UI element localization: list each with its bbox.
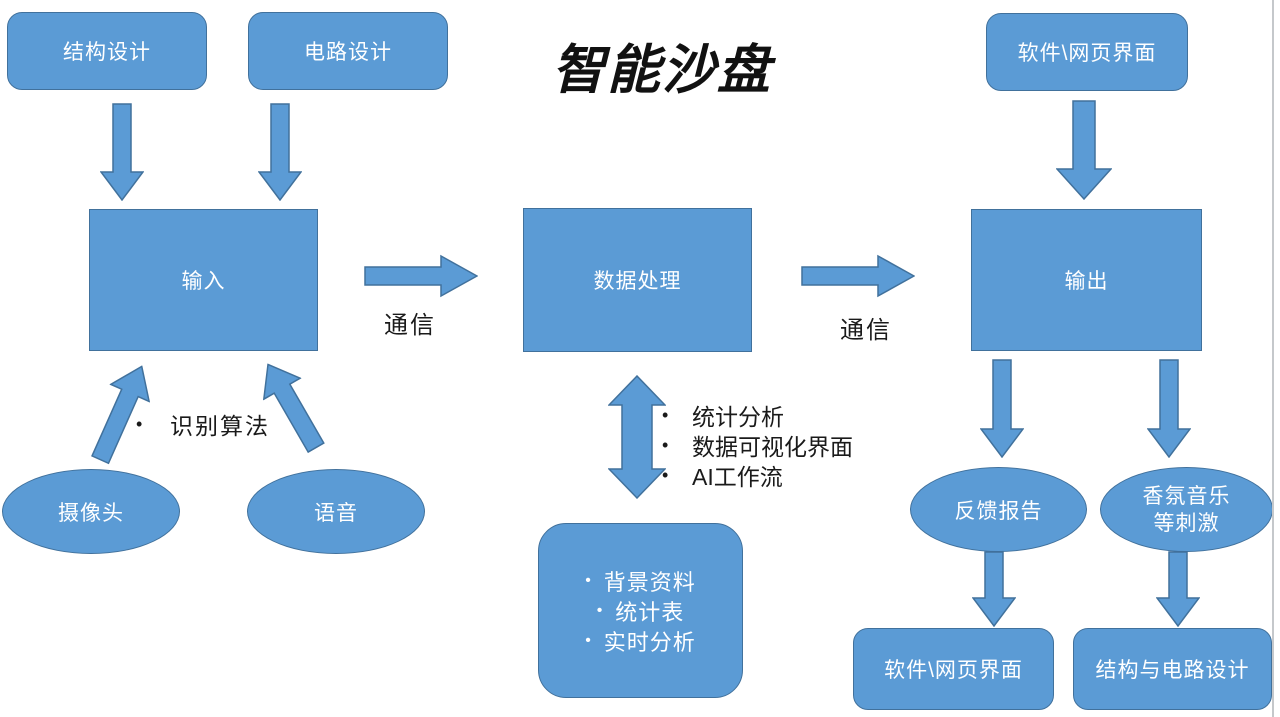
node-output-label: 输出 — [1064, 270, 1109, 293]
list-item-text: 统计分析 — [692, 404, 784, 430]
list-item-text: 数据可视化界面 — [692, 434, 853, 460]
bullet-marker: • — [585, 571, 592, 589]
node-data-processing-label: 数据处理 — [593, 270, 682, 293]
list-item: • 背景资料 — [585, 566, 696, 596]
node-structure-design: 结构设计 — [7, 12, 207, 90]
diagram-title: 智能沙盘 — [552, 41, 772, 100]
node-voice: 语音 — [247, 469, 425, 554]
bullet-marker: • — [662, 404, 669, 425]
node-data-processing: 数据处理 — [523, 208, 752, 352]
node-camera-label: 摄像头 — [58, 501, 124, 525]
arrow-software-to-output-icon — [1056, 100, 1112, 200]
list-item: • 统计表 — [597, 596, 685, 626]
node-software-web-bottom-label: 软件\网页界面 — [884, 659, 1023, 682]
arrow-output-to-feedback-icon — [980, 359, 1024, 458]
arrow-input-to-processing-icon — [364, 254, 478, 298]
bullet-marker: • — [136, 413, 145, 434]
label-comm-left: 通信 — [384, 312, 436, 339]
node-circuit-design-label: 电路设计 — [304, 41, 392, 64]
slide-edge-line — [1272, 0, 1274, 717]
list-item-text: AI工作流 — [692, 464, 783, 490]
label-comm-right: 通信 — [840, 317, 892, 344]
processing-functions-list: • 统计分析 • 数据可视化界面 • AI工作流 — [662, 400, 853, 490]
node-camera: 摄像头 — [2, 469, 180, 554]
arrow-output-to-aroma-icon — [1147, 359, 1191, 458]
label-recognition-algorithm-text: 识别算法 — [170, 413, 270, 439]
list-item: • AI工作流 — [662, 460, 853, 490]
arrow-aroma-to-structure-icon — [1156, 551, 1200, 627]
node-feedback-report: 反馈报告 — [910, 467, 1087, 552]
node-software-web-bottom: 软件\网页界面 — [853, 628, 1054, 710]
node-background-data: • 背景资料 • 统计表 • 实时分析 — [538, 523, 743, 698]
arrow-camera-to-input-icon — [91, 365, 151, 465]
bullet-marker: • — [662, 464, 669, 485]
node-aroma-stimulus-line2: 等刺激 — [1153, 511, 1220, 535]
list-item-text: 统计表 — [615, 599, 685, 625]
arrow-feedback-to-software-icon — [972, 551, 1016, 627]
list-item: • 数据可视化界面 — [662, 430, 853, 460]
bullet-marker: • — [585, 631, 592, 649]
node-feedback-report-label: 反馈报告 — [954, 499, 1043, 523]
arrow-voice-to-input-icon — [262, 363, 325, 454]
arrow-structure-to-input-icon — [100, 103, 144, 201]
node-software-web-top-label: 软件\网页界面 — [1017, 42, 1157, 65]
node-input-label: 输入 — [181, 270, 226, 293]
bullet-marker: • — [662, 434, 669, 455]
node-voice-label: 语音 — [314, 501, 358, 525]
node-software-web-top: 软件\网页界面 — [986, 13, 1188, 91]
node-input: 输入 — [89, 209, 318, 351]
node-aroma-stimulus: 香氛音乐 等刺激 — [1100, 467, 1273, 552]
label-recognition-algorithm: • 识别算法 — [136, 407, 270, 441]
node-aroma-stimulus-line1: 香氛音乐 — [1142, 484, 1231, 508]
arrow-processing-to-output-icon — [801, 254, 915, 298]
node-structure-circuit-design: 结构与电路设计 — [1073, 628, 1272, 710]
arrow-circuit-to-input-icon — [258, 103, 302, 201]
list-item: • 统计分析 — [662, 400, 853, 430]
node-structure-circuit-design-label: 结构与电路设计 — [1095, 659, 1250, 682]
node-output: 输出 — [971, 209, 1202, 351]
bullet-marker: • — [596, 601, 604, 619]
list-item: • 实时分析 — [585, 626, 696, 656]
list-item-text: 背景资料 — [603, 569, 696, 595]
node-structure-design-label: 结构设计 — [63, 41, 151, 64]
arrow-processing-background-double-icon — [608, 375, 666, 499]
list-item-text: 实时分析 — [603, 629, 696, 655]
background-data-list: • 背景资料 • 统计表 • 实时分析 — [585, 566, 696, 656]
node-circuit-design: 电路设计 — [248, 12, 448, 90]
